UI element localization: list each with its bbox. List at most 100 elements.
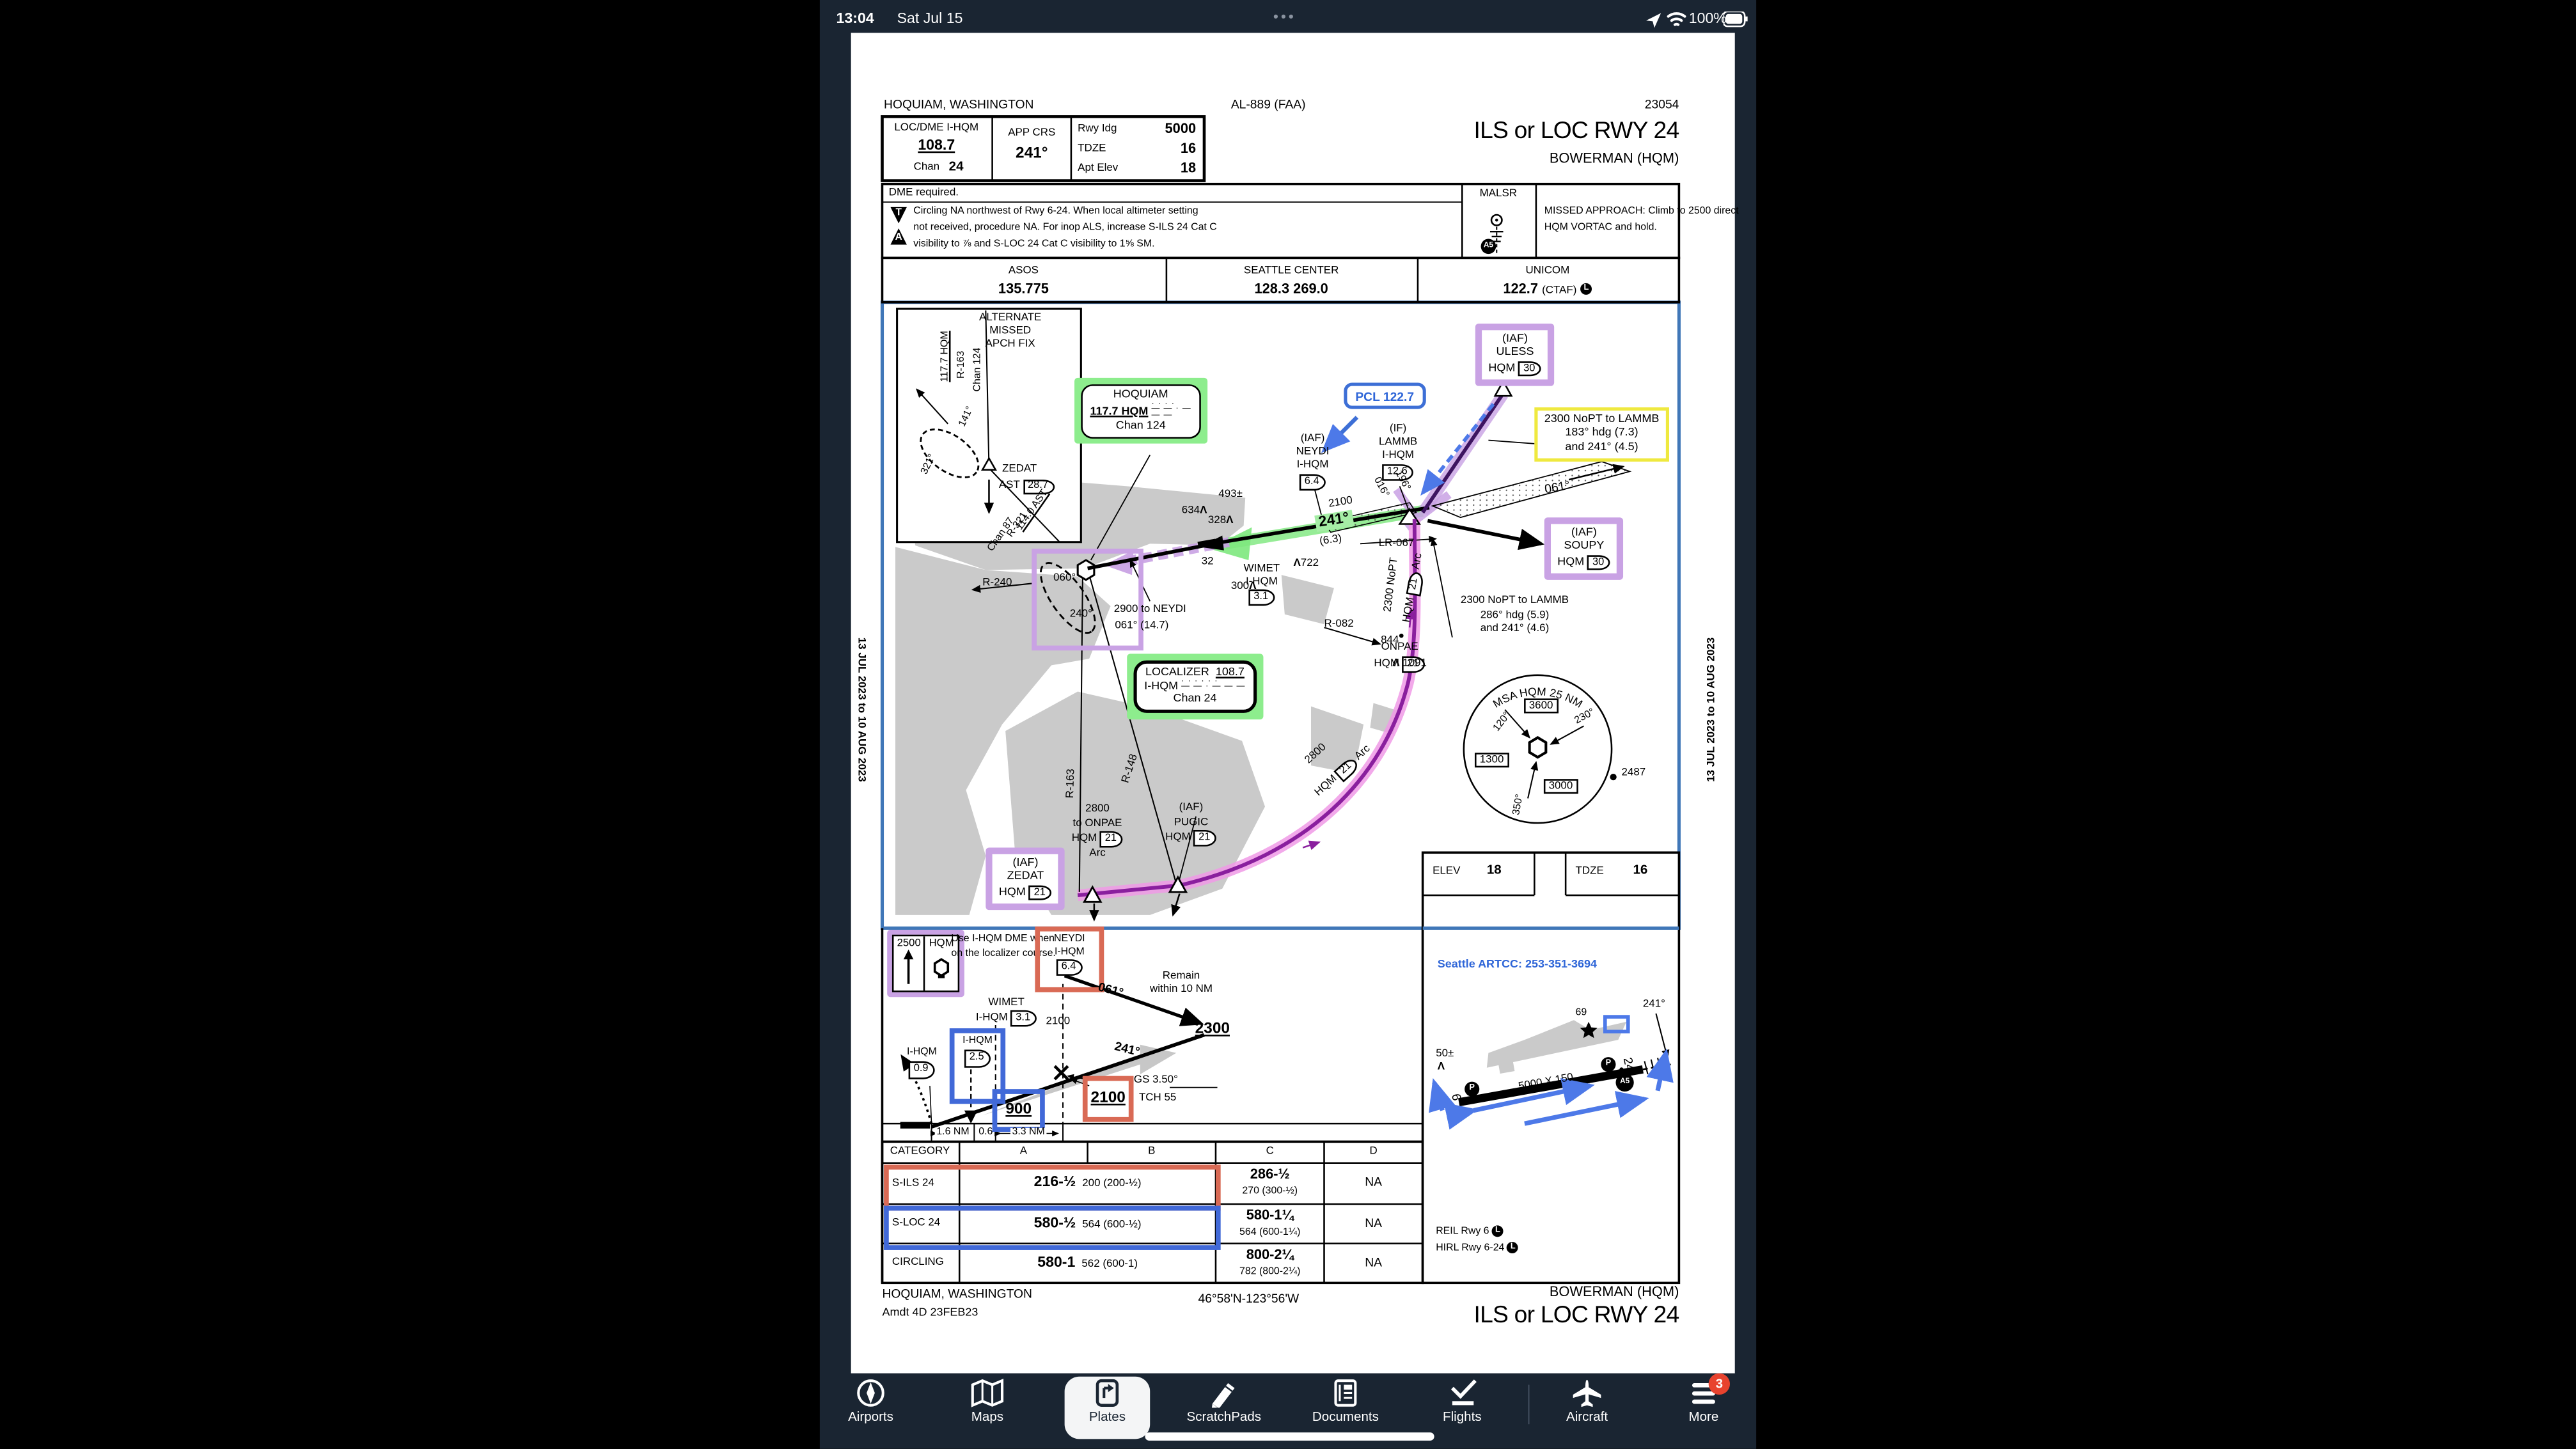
missed-approach-line2: HQM VORTAC and hold. [1544,221,1657,233]
mins-row-cat: S-LOC 24 [891,1217,941,1229]
comm-unicom-freq: 122.7 [1503,279,1538,297]
mins-h-c: C [1266,1145,1274,1157]
onpae-dme: 21 [1402,655,1425,673]
neydi-dme: 6.4 [1300,473,1326,490]
profile-neydi-dme: 6.4 [1056,959,1083,977]
chart-airport: BOWERMAN (HQM) [1549,149,1679,166]
brief-elev: 18 [1180,159,1197,176]
mins-circ-ab-sub: 562 (600-1) [1081,1258,1138,1271]
brief-rwy: 5000 [1165,120,1197,137]
aircraft-icon [1573,1379,1601,1407]
localizer-morse: · · · · · ·— — · — — — [1181,676,1246,693]
mins-h-category: CATEGORY [890,1145,950,1157]
tab-maps[interactable]: Maps [935,1375,1040,1441]
alt-radial: R-163 [955,350,968,379]
mins-row-cat: S-ILS 24 [891,1177,934,1189]
fix-25-dme: 2.5 [964,1049,991,1067]
mins-loc-c-sub: 564 (600-1¼) [1239,1226,1301,1239]
tab-flights[interactable]: Flights [1410,1375,1514,1441]
tab-airports[interactable]: Airports [818,1375,923,1441]
footer-title: ILS or LOC RWY 24 [1473,1303,1679,1329]
tab-plates[interactable]: Plates [1055,1375,1159,1441]
maps-icon [971,1379,1004,1407]
tab-documents[interactable]: Documents [1293,1375,1398,1441]
alt-fix-ast: AST [998,480,1020,492]
artcc-annotation: Seattle ARTCC: 253-351-3694 [1437,959,1597,971]
fix-09-id: I-HQM [907,1046,937,1058]
note-dme: DME required. [888,187,959,199]
mins-loc-d: NA [1365,1215,1382,1230]
scratchpads-pencil-icon [1211,1382,1235,1408]
beacon-elev-69: 69 [1575,1006,1587,1019]
obstacle-icon: Λ [1226,515,1234,527]
footer-coords: 46°58'N-123°56'W [1198,1291,1300,1306]
s-ils-row-highlight [884,1164,1221,1211]
battery-percent: 100% [1688,10,1727,27]
onpae-name: ONPAE [1381,641,1418,654]
brief-rwy-label: Rwy Idg [1078,123,1117,135]
mins-circ-ab: 580-1 [1037,1253,1076,1271]
alt-fix-dme: 28.7 [1023,480,1055,494]
mins-loc-ab-sub: 564 (600-½) [1082,1219,1142,1231]
lammb-dme: 12.6 [1382,464,1415,481]
alt-900-highlight: 900 [992,1089,1045,1132]
more-badge: 3 [1708,1373,1731,1395]
status-date: Sat Jul 15 [897,10,963,27]
profile-wimet-dme: 3.1 [1010,1010,1037,1028]
profile-wimet: WIMET [988,997,1025,1009]
ma-up-arrow-icon [904,949,914,984]
brief-facility: LOC/DME I-HQM [894,122,979,134]
documents-icon [1334,1379,1357,1407]
tab-aircraft[interactable]: Aircraft [1534,1375,1639,1441]
tab-more[interactable]: More [1651,1375,1756,1441]
onpae-arc-note4: Arc [1089,848,1106,860]
sketch-elev: 18 [1486,862,1502,877]
alt-chan: Chan 124 [971,347,984,392]
parking-icon: P [1605,1058,1612,1069]
hoquiam-name: HOQUIAM [1113,388,1168,400]
pilot-controlled-lighting-icon: L [1507,1242,1519,1254]
chart-cycle: 23054 [1644,97,1679,112]
obstacle-722: 722 [1300,557,1319,569]
obstacle-300: 300 [1230,580,1250,592]
brief-freq: 108.7 [918,136,955,153]
hoquiam-morse: · · · ·— — · —— — [1151,398,1191,421]
profile-neydi: NEYDI [1054,933,1085,945]
lammb-if: (IF) [1389,423,1407,435]
onpae-arc-dme: 21 [1100,831,1124,849]
pugic-name: PUGIC [1174,816,1209,828]
remain-1: Remain [1162,970,1200,982]
note-line3: visibility to ⅞ and S-LOC 24 Cat C visib… [913,238,1155,250]
onpae-arc-note3: HQM [1071,833,1097,845]
hqm-hold-highlight [1032,549,1143,651]
profile-dme-note2: on the localizer course. [951,948,1056,960]
sketch-elev-label: ELEV [1433,865,1461,877]
fix-09-dme: 0.9 [908,1060,935,1079]
mins-loc-c: 580-1¼ [1246,1206,1294,1223]
chart-city: HOQUIAM, WASHINGTON [884,97,1034,112]
note-line2: not received, procedure NA. For inop ALS… [913,221,1217,233]
localizer-id: I-HQM [1144,680,1179,692]
home-indicator[interactable] [1145,1432,1434,1440]
parking-icon: P [1469,1083,1475,1093]
brief-elev-label: Apt Elev [1078,162,1119,175]
hold-altitude-2300: 2300 [1195,1019,1230,1038]
spot-elevation-2487: 2487 [1621,767,1646,779]
comm-asos-label: ASOS [1008,265,1039,277]
comm-asos-freq: 135.775 [998,279,1049,297]
tab-scratchpads[interactable]: ScratchPads [1172,1375,1276,1441]
mins-circ-c-sub: 782 (800-2¼) [1239,1265,1301,1278]
obstacle-icon: Λ [1249,580,1257,592]
multitask-dots-icon[interactable]: ••• [1273,8,1296,25]
s-loc-row-highlight [884,1205,1221,1250]
approach-lights-code: A5 [1483,240,1493,249]
chart-procedure-id: AL-889 (FAA) [1230,97,1306,112]
remain-2: within 10 NM [1150,983,1213,996]
onpae-hqm: HQM [1374,657,1399,669]
mins-ils-ab-sub: 200 (200-½) [1082,1178,1142,1190]
dist-33: 3.3 NM [1010,1127,1047,1140]
obstacle-icon: Λ [1437,1061,1445,1073]
